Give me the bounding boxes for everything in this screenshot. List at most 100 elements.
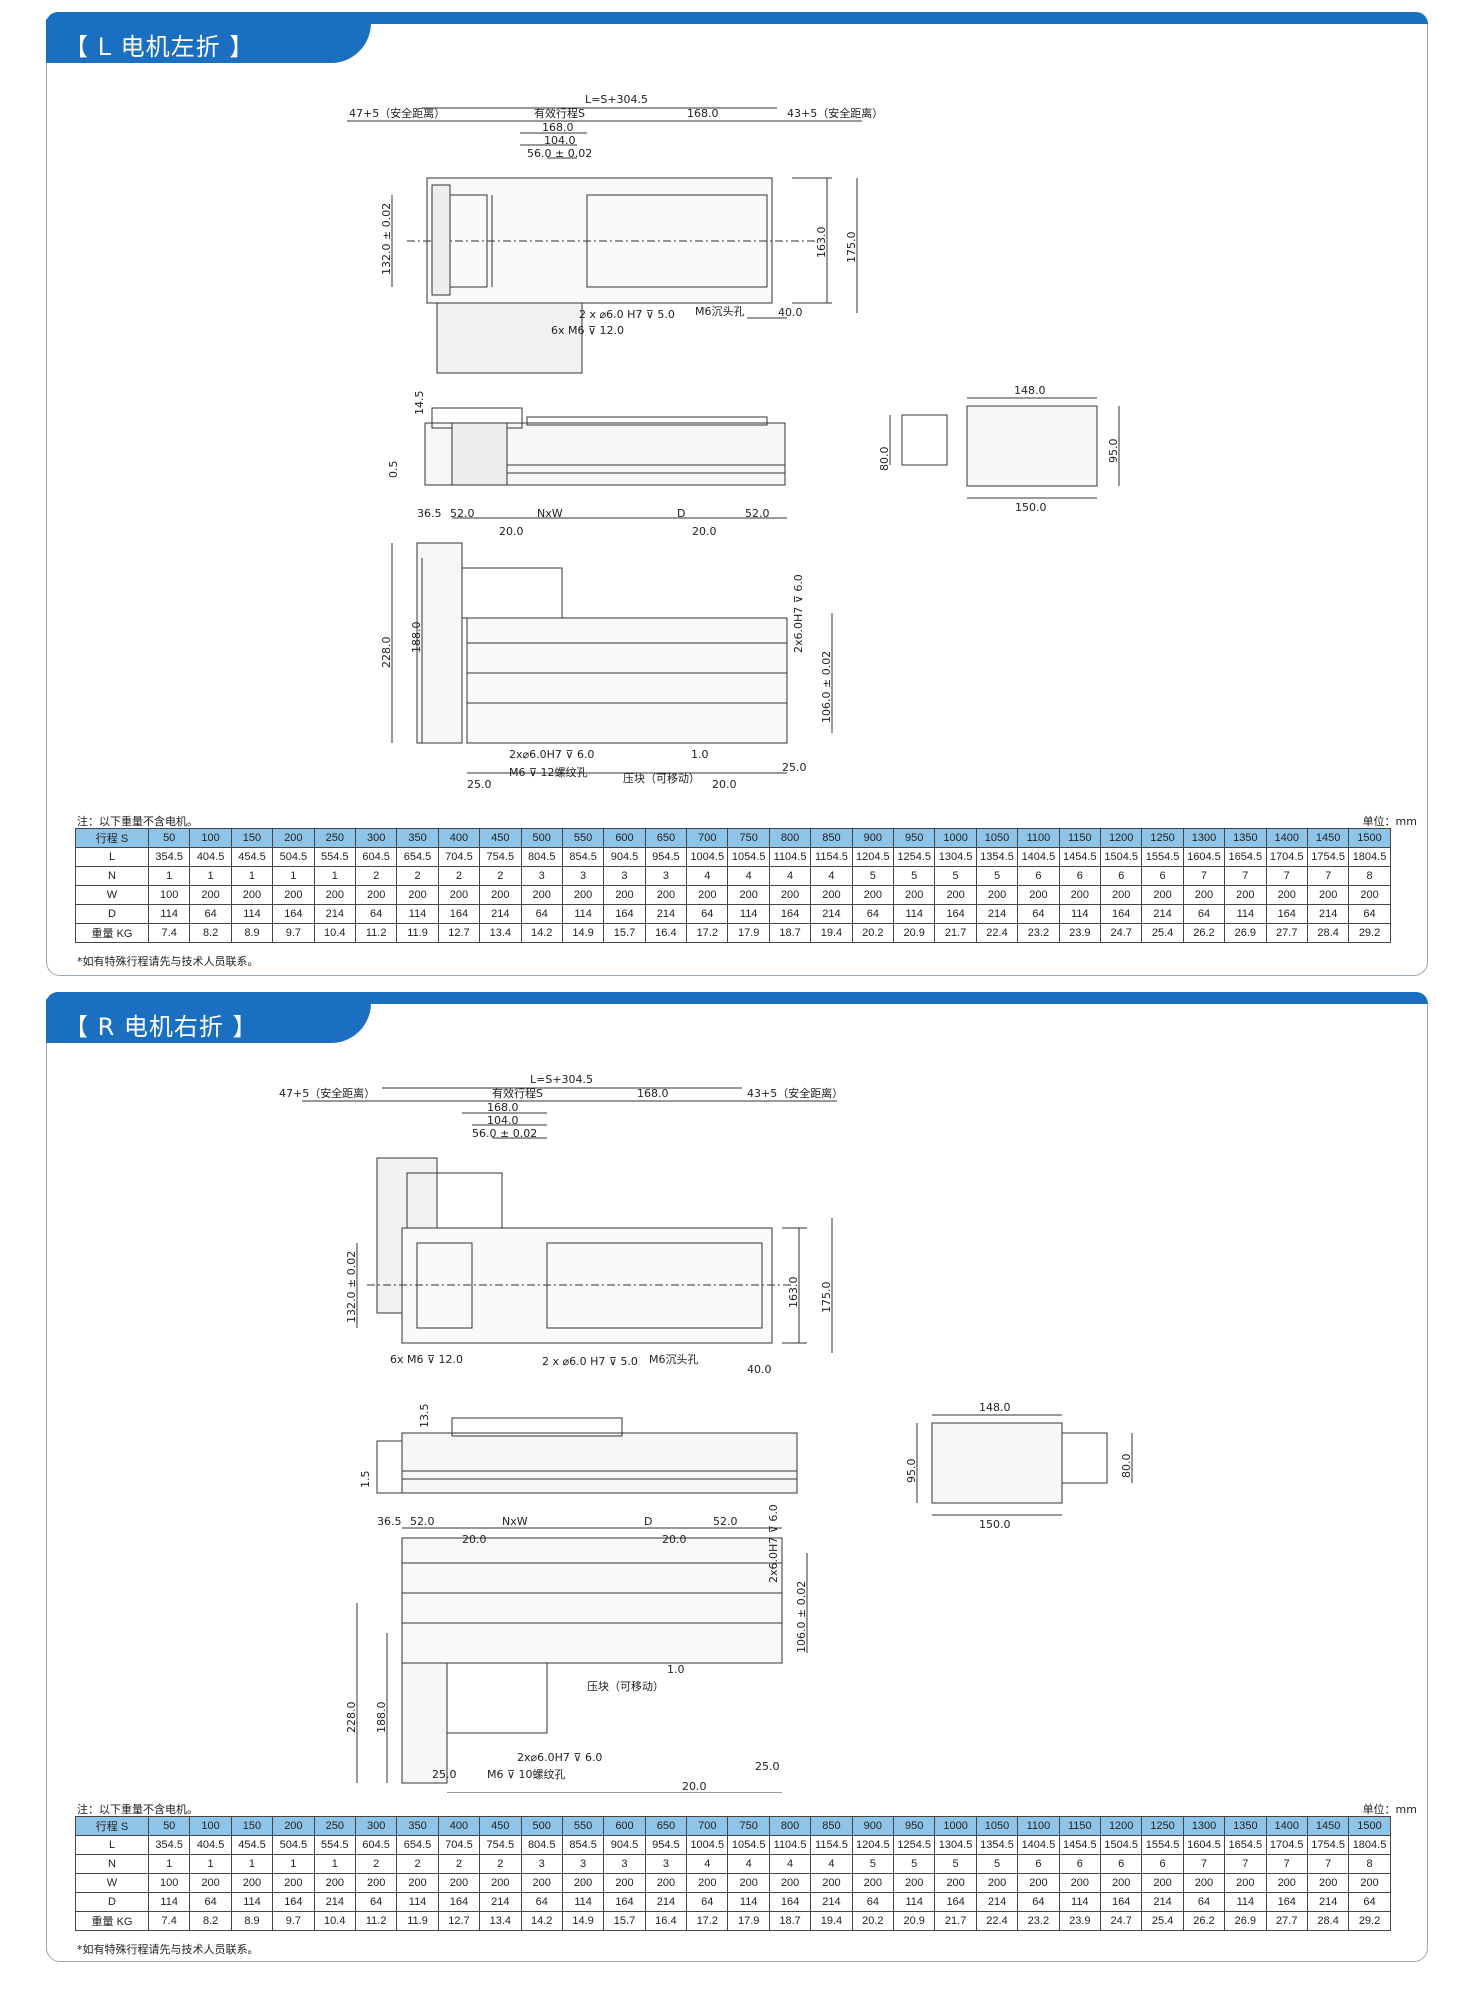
table-cell: 700 [686,828,729,848]
table-cell: 4 [768,866,812,886]
table-cell: 6 [1017,1854,1060,1874]
table-cell: 8.9 [230,1911,274,1931]
table-cell: 350 [396,1816,439,1836]
dim-d: D [644,1515,652,1528]
table-cell: 7.4 [147,923,191,943]
section-title: 【 R 电机右折 】 [64,1013,258,1041]
table-cell: 200 [437,885,481,905]
table-cell: 64 [520,1892,563,1912]
table-cell: 200 [354,1873,398,1893]
table-cell: 200 [975,885,1019,905]
dim-168: 168.0 [637,1087,669,1100]
table-cell: 114 [230,904,274,924]
dim-14-5: 13.5 [418,1404,431,1429]
table-cell: 554.5 [313,1835,356,1855]
table-cell: 64 [851,1892,895,1912]
table-cell: 754.5 [479,1835,522,1855]
table-cell: 6 [1099,866,1143,886]
table-cell: 200 [851,1873,895,1893]
table-cell: 654.5 [396,1835,439,1855]
table-cell: 1454.5 [1058,1835,1101,1855]
table-cell: 7 [1306,1854,1350,1874]
dim-pin2: 2x⌀6.0H7 ⊽ 6.0 [517,1751,602,1764]
table-cell: 100 [189,828,232,848]
table-cell: 4 [727,1854,770,1874]
table-cell: 200 [1182,1873,1226,1893]
dim-tap: 6x M6 ⊽ 12.0 [551,324,624,337]
section-tab: 【 L 电机左折 】 [46,19,371,63]
dim-safe-left: 47+5（安全距离） [349,106,445,120]
table-cell: 214 [810,1892,853,1912]
table-cell: 5 [893,866,936,886]
table-cell: 214 [1141,904,1184,924]
table-cell: 21.7 [934,1911,977,1931]
dim-pin2: 2x⌀6.0H7 ⊽ 6.0 [509,748,594,761]
table-cell: 64 [189,904,232,924]
table-cell: 1000 [934,1816,977,1836]
footnote: *如有特殊行程请先与技术人员联系。 [77,1943,259,1956]
table-cell: 8 [1348,1854,1391,1874]
table-cell: 354.5 [147,1835,191,1855]
table-cell: 27.7 [1265,1911,1308,1931]
table-cell: 214 [810,904,853,924]
table-cell: 64 [1182,1892,1226,1912]
table-cell: 8.2 [189,1911,232,1931]
table-cell: 400 [437,1816,481,1836]
dim-175: 175.0 [845,232,858,264]
table-cell: 164 [437,1892,481,1912]
table-cell: 1654.5 [1224,1835,1267,1855]
table-cell: 2 [437,1854,481,1874]
table-cell: 250 [313,828,356,848]
table-cell: 4 [727,866,770,886]
note-left: 注：以下重量不含电机。 [77,1803,198,1816]
table-cell: 14.2 [520,1911,563,1931]
table-cell: 200 [1099,885,1143,905]
table-cell: 1004.5 [686,847,729,867]
table-cell: 200 [644,885,688,905]
table-cell: 754.5 [479,847,522,867]
table-cell: 7 [1182,1854,1226,1874]
dim-pin: 2 x ⌀6.0 H7 ⊽ 5.0 [579,308,675,321]
table-cell: 4 [810,866,853,886]
table-cell: 200 [810,885,853,905]
table-cell: 1450 [1306,1816,1350,1836]
table-cell: 300 [354,828,398,848]
table-cell: 604.5 [354,847,398,867]
table-cell: 804.5 [520,847,563,867]
table-cell: 20.2 [851,1911,895,1931]
table-cell: 1200 [1099,828,1143,848]
table-cell: 164 [272,904,315,924]
table-cell: 1 [272,1854,315,1874]
table-cell: 2 [437,866,481,886]
table-cell: 1354.5 [975,847,1019,867]
table-cell: 23.2 [1017,1911,1060,1931]
dim-0-5: 1.5 [359,1471,372,1489]
dim-52a: 52.0 [450,507,475,520]
section-left-motor: 【 L 电机左折 】 [46,12,1428,976]
table-cell: 19.4 [810,923,853,943]
dim-40: 40.0 [747,1363,772,1376]
table-cell: 11.2 [354,1911,398,1931]
table-cell: 1250 [1141,828,1184,848]
table-cell: 13.4 [479,923,522,943]
table-cell: 11.9 [396,923,439,943]
table-cell: 650 [644,828,688,848]
table-cell: 3 [520,1854,563,1874]
table-cell: 1754.5 [1306,847,1350,867]
table-cell: 804.5 [520,1835,563,1855]
section-tab: 【 R 电机右折 】 [46,999,371,1043]
table-cell: 26.2 [1182,1911,1226,1931]
table-cell: 504.5 [272,847,315,867]
table-cell: 1254.5 [893,1835,936,1855]
table-cell: 9.7 [272,923,315,943]
table-cell: 164 [1265,904,1308,924]
table-cell: 1054.5 [727,847,770,867]
table-cell: 5 [975,866,1019,886]
note-left: 注：以下重量不含电机。 [77,815,198,828]
table-cell: 1050 [975,1816,1019,1836]
dim-14-5: 14.5 [413,391,426,416]
table-cell: 214 [1141,1892,1184,1912]
